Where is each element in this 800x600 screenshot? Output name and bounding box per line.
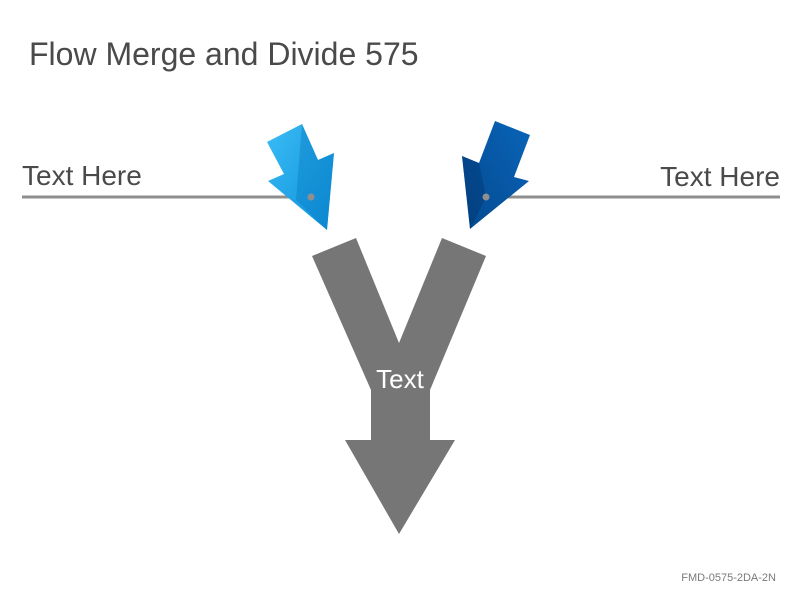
left-text-label: Text Here	[22, 160, 142, 191]
slide-code: FMD-0575-2DA-2N	[681, 572, 776, 584]
merge-arrow-shape	[312, 238, 486, 534]
right-down-arrow	[462, 121, 530, 229]
center-text-label: Text	[376, 364, 424, 394]
left-down-arrow	[267, 124, 334, 230]
left-connector-dot	[307, 193, 315, 201]
slide-title: Flow Merge and Divide 575	[29, 36, 419, 72]
right-text-label: Text Here	[660, 161, 780, 192]
right-connector-dot	[482, 193, 490, 201]
